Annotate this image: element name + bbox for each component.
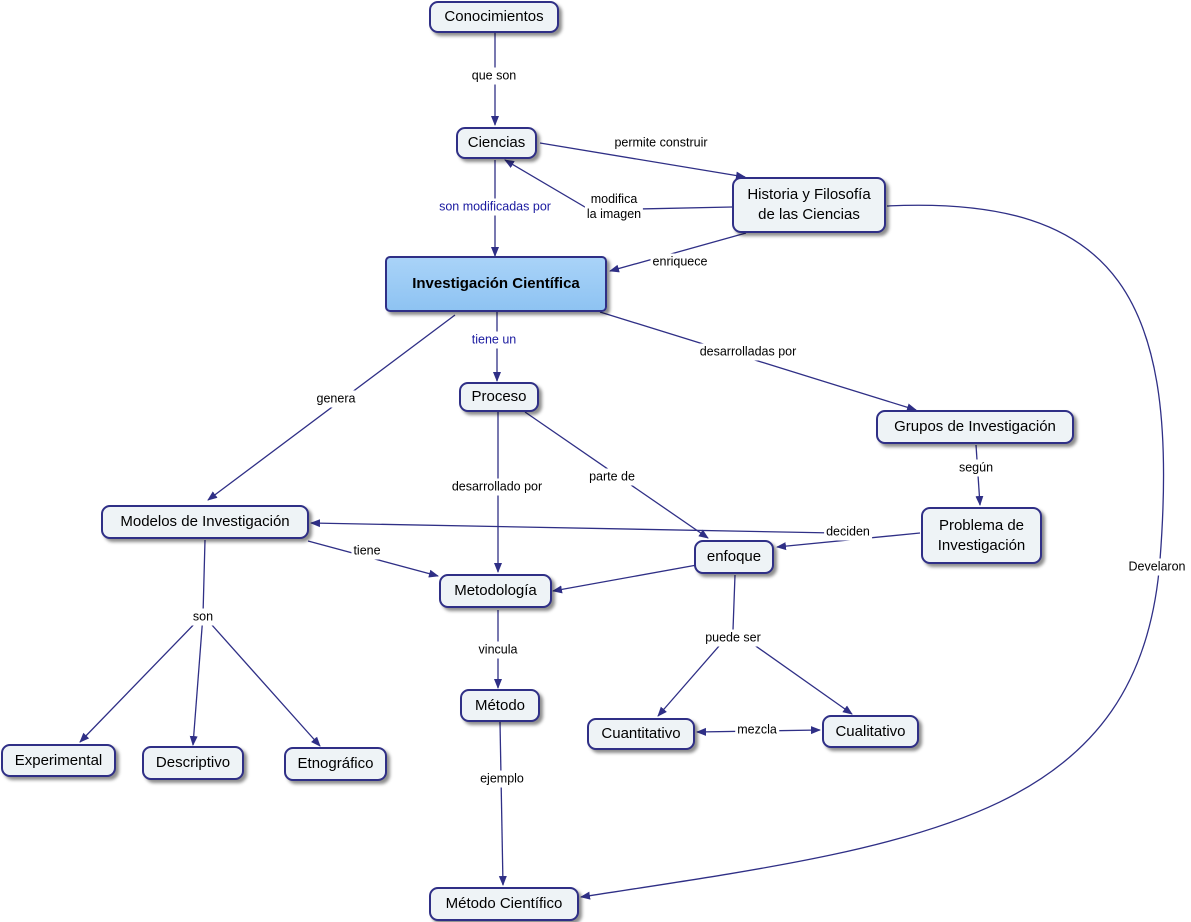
link-label-que-son: que son <box>469 67 519 85</box>
link-label-son: son <box>190 608 216 626</box>
link-label-parte-de: parte de <box>587 468 637 486</box>
edge-modelos-etnografico <box>202 614 321 747</box>
link-label-desarrollado: desarrollado por <box>449 478 545 496</box>
node-grupos[interactable]: Grupos de Investigación <box>876 410 1074 444</box>
edge-investigacion-modelos <box>207 314 456 501</box>
edge-modelos-experimental <box>79 539 206 743</box>
node-cuantitativo[interactable]: Cuantitativo <box>587 718 695 750</box>
link-label-develaron: Develaron <box>1126 558 1188 576</box>
link-label-tiene-un: tiene un <box>469 331 519 349</box>
link-label-puede-ser: puede ser <box>703 629 763 647</box>
node-modelos[interactable]: Modelos de Investigación <box>101 505 309 539</box>
node-metodo[interactable]: Método <box>460 689 540 722</box>
link-label-modifica: modifica la imagen <box>584 191 644 223</box>
node-conocimientos[interactable]: Conocimientos <box>429 1 559 33</box>
link-label-genera: genera <box>314 390 358 408</box>
link-label-vincula: vincula <box>476 641 520 659</box>
link-label-enriquece: enriquece <box>650 253 710 271</box>
link-label-permite-construir: permite construir <box>612 134 710 152</box>
edge-develaron <box>580 204 1165 900</box>
edge-enfoque-metodologia <box>552 562 709 594</box>
link-label-ejemplo: ejemplo <box>478 770 526 788</box>
node-descriptivo[interactable]: Descriptivo <box>142 746 244 780</box>
node-experimental[interactable]: Experimental <box>1 744 116 777</box>
link-label-tiene: tiene <box>351 542 383 560</box>
node-etnografico[interactable]: Etnográfico <box>284 747 387 781</box>
node-historia[interactable]: Historia y Filosofía de las Ciencias <box>732 177 886 233</box>
node-metodo-cientifico[interactable]: Método Científico <box>429 887 579 921</box>
edge-modelos-descriptivo <box>189 614 204 746</box>
node-investigacion-cientifica[interactable]: Investigación Científica <box>385 256 607 312</box>
edge-investigacion-grupos <box>599 311 917 412</box>
edge-metodo-cientifico <box>498 721 507 886</box>
node-proceso[interactable]: Proceso <box>459 382 539 412</box>
link-label-segun: según <box>956 459 996 477</box>
node-problema[interactable]: Problema de Investigación <box>921 507 1042 564</box>
node-metodologia[interactable]: Metodología <box>439 574 552 608</box>
link-label-deciden: deciden <box>824 523 872 541</box>
link-label-desarrolladas: desarrolladas por <box>697 343 799 361</box>
node-cualitativo[interactable]: Cualitativo <box>822 715 919 748</box>
node-enfoque[interactable]: enfoque <box>694 540 774 574</box>
node-ciencias[interactable]: Ciencias <box>456 127 537 159</box>
edge-problema-modelos <box>310 519 836 534</box>
link-label-son-modificadas: son modificadas por <box>437 198 553 216</box>
link-label-mezcla: mezcla <box>735 721 779 739</box>
edge-ciencias-historia <box>539 142 746 180</box>
edge-historia-investigacion <box>609 232 747 273</box>
